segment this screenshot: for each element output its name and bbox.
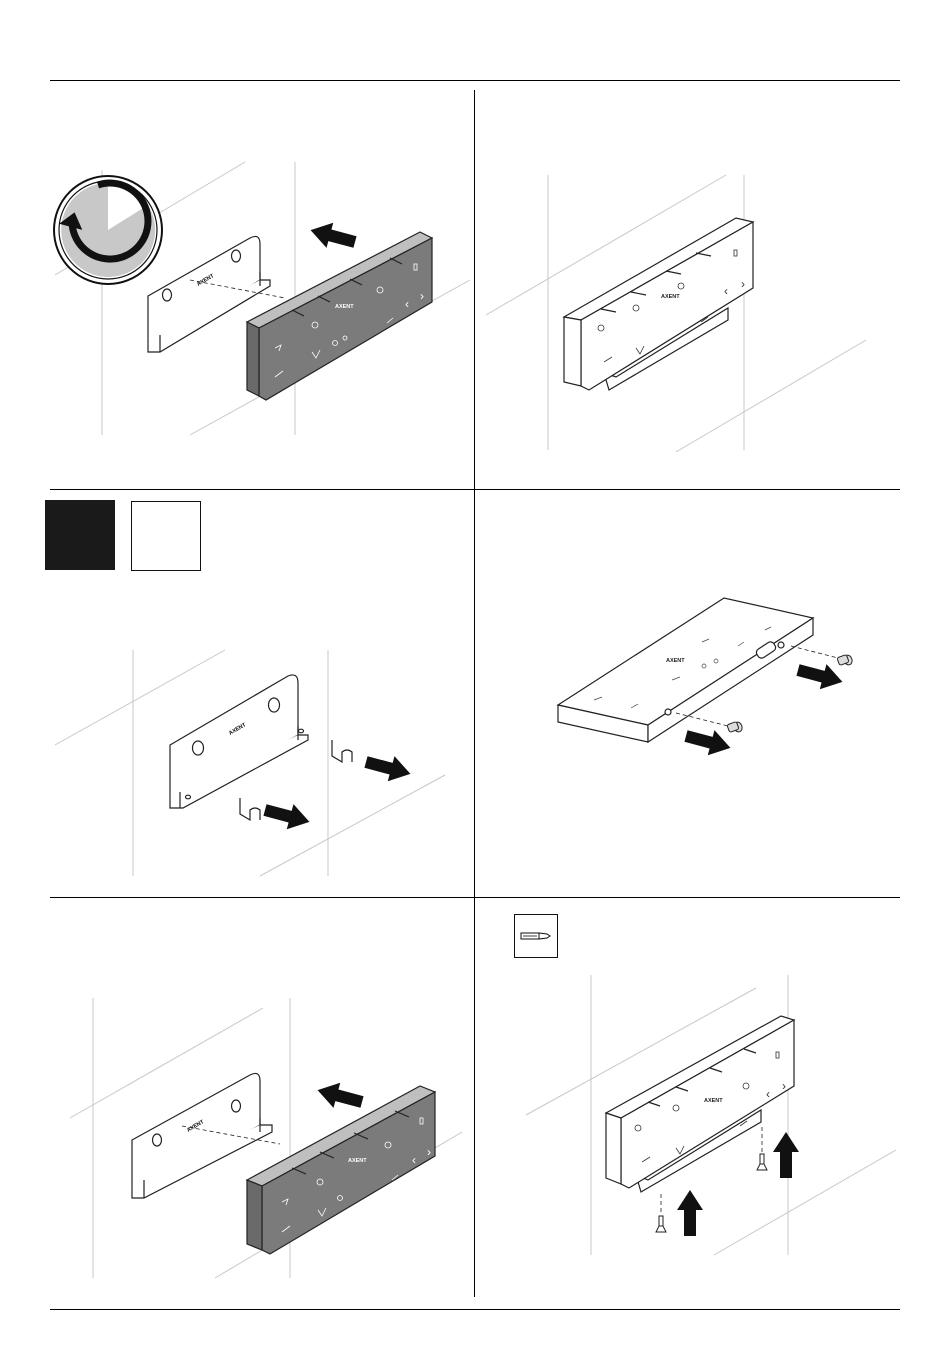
device-brand-label: AXENT [666,658,685,664]
nav-left-symbol: ‹ [405,297,409,311]
remove-arrow-icon [262,797,313,834]
insert-arrow-icon [677,1190,703,1236]
remove-arrow-icon [683,723,734,760]
insert-arrow-icon [773,1132,799,1178]
step-2-panel: AXENT ‹ › [476,90,900,488]
nav-left-symbol: ‹ [766,1087,770,1101]
nav-right-symbol: › [427,1145,431,1159]
wall-bracket [170,675,308,808]
screwdriver-icon [514,914,558,958]
step-1-panel: AXENT AXENT ‹ › [50,90,474,488]
remote-control-device [247,232,432,400]
timer-icon [54,176,162,284]
row-divider-2 [50,897,900,898]
remote-control-device [247,1086,435,1254]
device-brand-label: AXENT [335,304,354,310]
step-4-panel: AXENT [476,580,900,896]
slide-arrow-icon [314,1078,365,1115]
nav-right-symbol: › [420,289,424,303]
row-divider-1 [50,489,900,490]
device-brand-label: AXENT [704,1098,723,1104]
nav-right-symbol: › [741,277,745,291]
outline-square-icon [131,501,201,571]
remove-arrow-icon [795,657,846,694]
top-rule [50,80,900,81]
remote-control-device [564,218,753,390]
slide-arrow-icon [307,218,358,255]
remote-control-device [606,1016,794,1192]
bottom-rule [50,1309,900,1310]
step-5-panel: AXENT AXENT ‹ › [50,900,474,1298]
remove-arrow-icon [363,749,414,786]
filled-square-icon [45,500,115,570]
step-6-panel: AXENT ‹ › [476,960,900,1298]
nav-right-symbol: › [782,1079,786,1093]
step-3-panel: AXENT [50,580,474,896]
nav-left-symbol: ‹ [412,1153,416,1167]
remote-control-device [558,598,813,742]
nav-left-symbol: ‹ [724,284,728,298]
device-brand-label: AXENT [661,294,680,300]
device-brand-label: AXENT [348,1158,367,1164]
